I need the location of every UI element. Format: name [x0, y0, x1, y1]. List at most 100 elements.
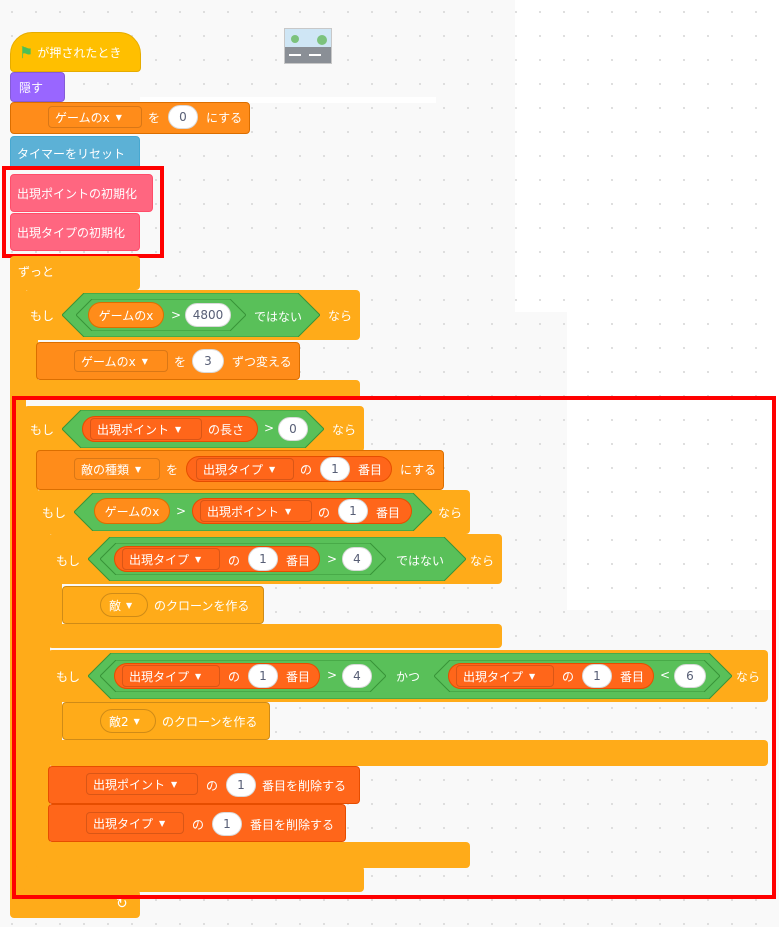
change-wo-label: を: [174, 355, 187, 369]
spawn-types-dropdown-5[interactable]: 出現タイプ▼: [86, 812, 184, 834]
del2-suffix: 番目を削除する: [250, 818, 335, 832]
del2-no: の: [192, 818, 205, 832]
enemy-type-dropdown[interactable]: 敵の種類▼: [74, 458, 160, 480]
if5-arm: [48, 700, 62, 746]
loop-arrow-icon: ↻: [116, 896, 128, 912]
if4-kw: もし: [56, 554, 81, 568]
dropdown-arrow-icon: ▼: [269, 464, 276, 474]
if3-index[interactable]: 1: [338, 499, 368, 523]
set-enemy-suffix: にする: [400, 463, 437, 477]
highlight-box-main: [12, 396, 776, 899]
if3-no: の: [318, 506, 331, 520]
if5-index2[interactable]: 1: [582, 664, 612, 688]
if3-arm: [36, 530, 50, 848]
canvas-strip: [140, 97, 436, 103]
if1-value[interactable]: 4800: [185, 303, 231, 327]
clone2-suffix: のクローンを作る: [162, 715, 258, 729]
set-wo-label: を: [148, 111, 161, 125]
if4-then: なら: [470, 554, 495, 568]
if5-no2: の: [562, 670, 575, 684]
gt-label-5: >: [327, 668, 338, 682]
if5-no: の: [228, 670, 241, 684]
dropdown-arrow-icon: ▼: [171, 779, 178, 789]
reset-timer-block[interactable]: タイマーをリセット: [10, 136, 140, 170]
change-suffix: ずつ変える: [232, 355, 292, 369]
if2-arm: [24, 448, 38, 868]
if5-item: 番目: [286, 670, 311, 684]
forever-label: ずっと: [18, 265, 55, 279]
canvas-white-panel-top: [515, 0, 779, 312]
del1-no: の: [206, 779, 219, 793]
if4-item: 番目: [286, 554, 311, 568]
if1-arm: [24, 338, 38, 384]
gt-label-2: >: [264, 421, 275, 435]
if3-kw: もし: [42, 506, 67, 520]
init-points-block[interactable]: 出現ポイントの初期化: [10, 174, 153, 212]
when-flag-clicked-block[interactable]: ⚑ が押されたとき: [10, 32, 141, 72]
green-flag-icon: ⚑: [19, 42, 34, 62]
set-suffix-label: にする: [206, 111, 243, 125]
if2-bottom: [24, 866, 364, 892]
forever-block[interactable]: [10, 256, 140, 290]
if5-kw: もし: [56, 670, 81, 684]
gt-label-4: >: [327, 552, 338, 566]
if3-bottom: [36, 842, 470, 868]
create-clone-enemy2-block[interactable]: [62, 702, 270, 740]
dropdown-arrow-icon: ▼: [195, 554, 202, 564]
length-label: の長さ: [208, 423, 245, 437]
and-label: かつ: [396, 670, 421, 684]
forever-bottom: [10, 890, 140, 918]
if5-value[interactable]: 4: [342, 664, 372, 688]
if2-then: なら: [332, 423, 357, 437]
clone-target-enemy2[interactable]: 敵2▼: [100, 709, 156, 733]
reset-timer-label: タイマーをリセット: [17, 146, 126, 161]
del1-index[interactable]: 1: [226, 773, 256, 797]
game-x-reporter-1[interactable]: ゲームのx: [88, 302, 164, 328]
hide-label: 隠す: [19, 80, 44, 95]
init-types-label: 出現タイプの初期化: [17, 225, 126, 240]
dropdown-arrow-icon: ▼: [195, 671, 202, 681]
game-x-dropdown[interactable]: ゲームのx▼: [48, 106, 142, 128]
dropdown-arrow-icon: ▼: [115, 112, 122, 122]
if5-bottom: [48, 740, 768, 766]
if3-item: 番目: [376, 506, 401, 520]
dropdown-arrow-icon: ▼: [529, 671, 536, 681]
del1-suffix: 番目を削除する: [262, 779, 347, 793]
dropdown-arrow-icon: ▼: [175, 424, 182, 434]
dropdown-arrow-icon: ▼: [135, 464, 142, 474]
create-clone-enemy-block[interactable]: [62, 586, 264, 624]
clone-target-enemy[interactable]: 敵▼: [100, 593, 148, 617]
hat-label: が押されたとき: [37, 45, 122, 60]
spawn-points-dropdown-3[interactable]: 出現ポイント▼: [86, 773, 198, 795]
del2-index[interactable]: 1: [212, 812, 242, 836]
not-label-2: ではない: [396, 554, 445, 568]
game-x-dropdown-2[interactable]: ゲームのx▼: [74, 350, 168, 372]
set-enemy-index[interactable]: 1: [320, 457, 350, 481]
init-types-block[interactable]: 出現タイプの初期化: [10, 213, 140, 251]
spawn-points-dropdown-1[interactable]: 出現ポイント▼: [90, 418, 202, 440]
gt-label-3: >: [176, 504, 187, 518]
clone1-suffix: のクローンを作る: [154, 599, 250, 613]
hide-block[interactable]: 隠す: [10, 72, 65, 102]
dropdown-arrow-icon: ▼: [141, 356, 148, 366]
spawn-points-dropdown-2[interactable]: 出現ポイント▼: [200, 500, 312, 522]
if2-value[interactable]: 0: [278, 417, 308, 441]
spawn-types-dropdown-1[interactable]: 出現タイプ▼: [196, 458, 294, 480]
spawn-types-dropdown-2[interactable]: 出現タイプ▼: [122, 548, 220, 570]
dropdown-arrow-icon: ▼: [126, 600, 133, 610]
if5-index[interactable]: 1: [248, 664, 278, 688]
if1-bottom: [24, 380, 360, 400]
if4-index[interactable]: 1: [248, 547, 278, 571]
set-enemy-item: 番目: [358, 463, 383, 477]
game-x-reporter-2[interactable]: ゲームのx: [94, 498, 170, 524]
spawn-types-dropdown-4[interactable]: 出現タイプ▼: [456, 665, 554, 687]
gt-label-1: >: [171, 308, 182, 322]
init-points-label: 出現ポイントの初期化: [17, 186, 138, 201]
if4-value[interactable]: 4: [342, 547, 372, 571]
spawn-types-dropdown-3[interactable]: 出現タイプ▼: [122, 665, 220, 687]
change-value[interactable]: 3: [192, 349, 224, 373]
set-x-value[interactable]: 0: [168, 105, 198, 129]
set-enemy-no: の: [300, 463, 313, 477]
stage-thumbnail[interactable]: [284, 28, 332, 64]
if5-value2[interactable]: 6: [674, 664, 706, 688]
